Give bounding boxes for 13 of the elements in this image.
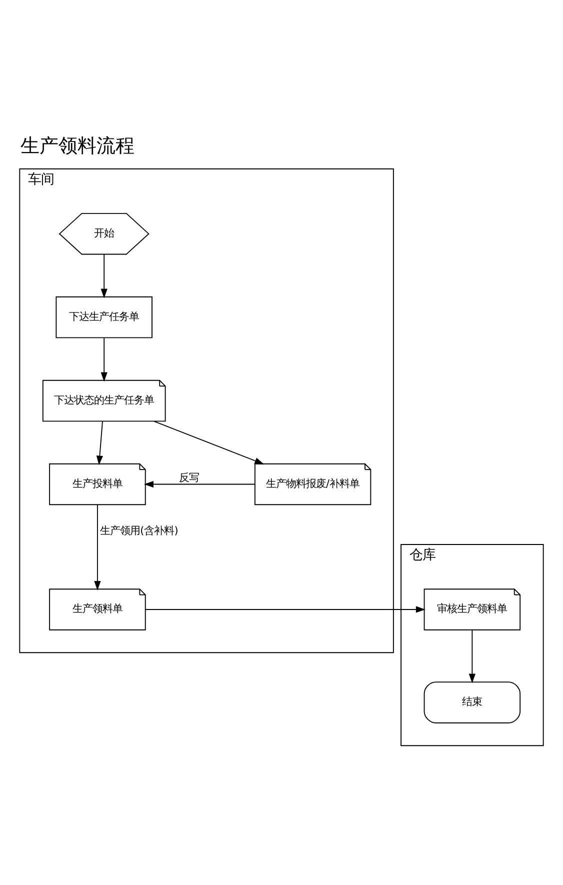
arrow xyxy=(144,606,426,612)
arrow xyxy=(100,254,108,298)
node-box: 下达生产任务单 xyxy=(56,296,152,338)
diagram-title: 生产领料流程 xyxy=(20,134,135,156)
edge-label: 反写 xyxy=(179,472,200,484)
arrow xyxy=(154,420,264,464)
arrow xyxy=(468,629,476,683)
arrow xyxy=(96,420,104,465)
arrow xyxy=(100,337,108,382)
node-box: 结束 xyxy=(424,681,521,723)
arrow xyxy=(144,480,256,488)
edge-label: 生产领用(含补料) xyxy=(100,524,178,536)
arrow xyxy=(94,504,101,590)
